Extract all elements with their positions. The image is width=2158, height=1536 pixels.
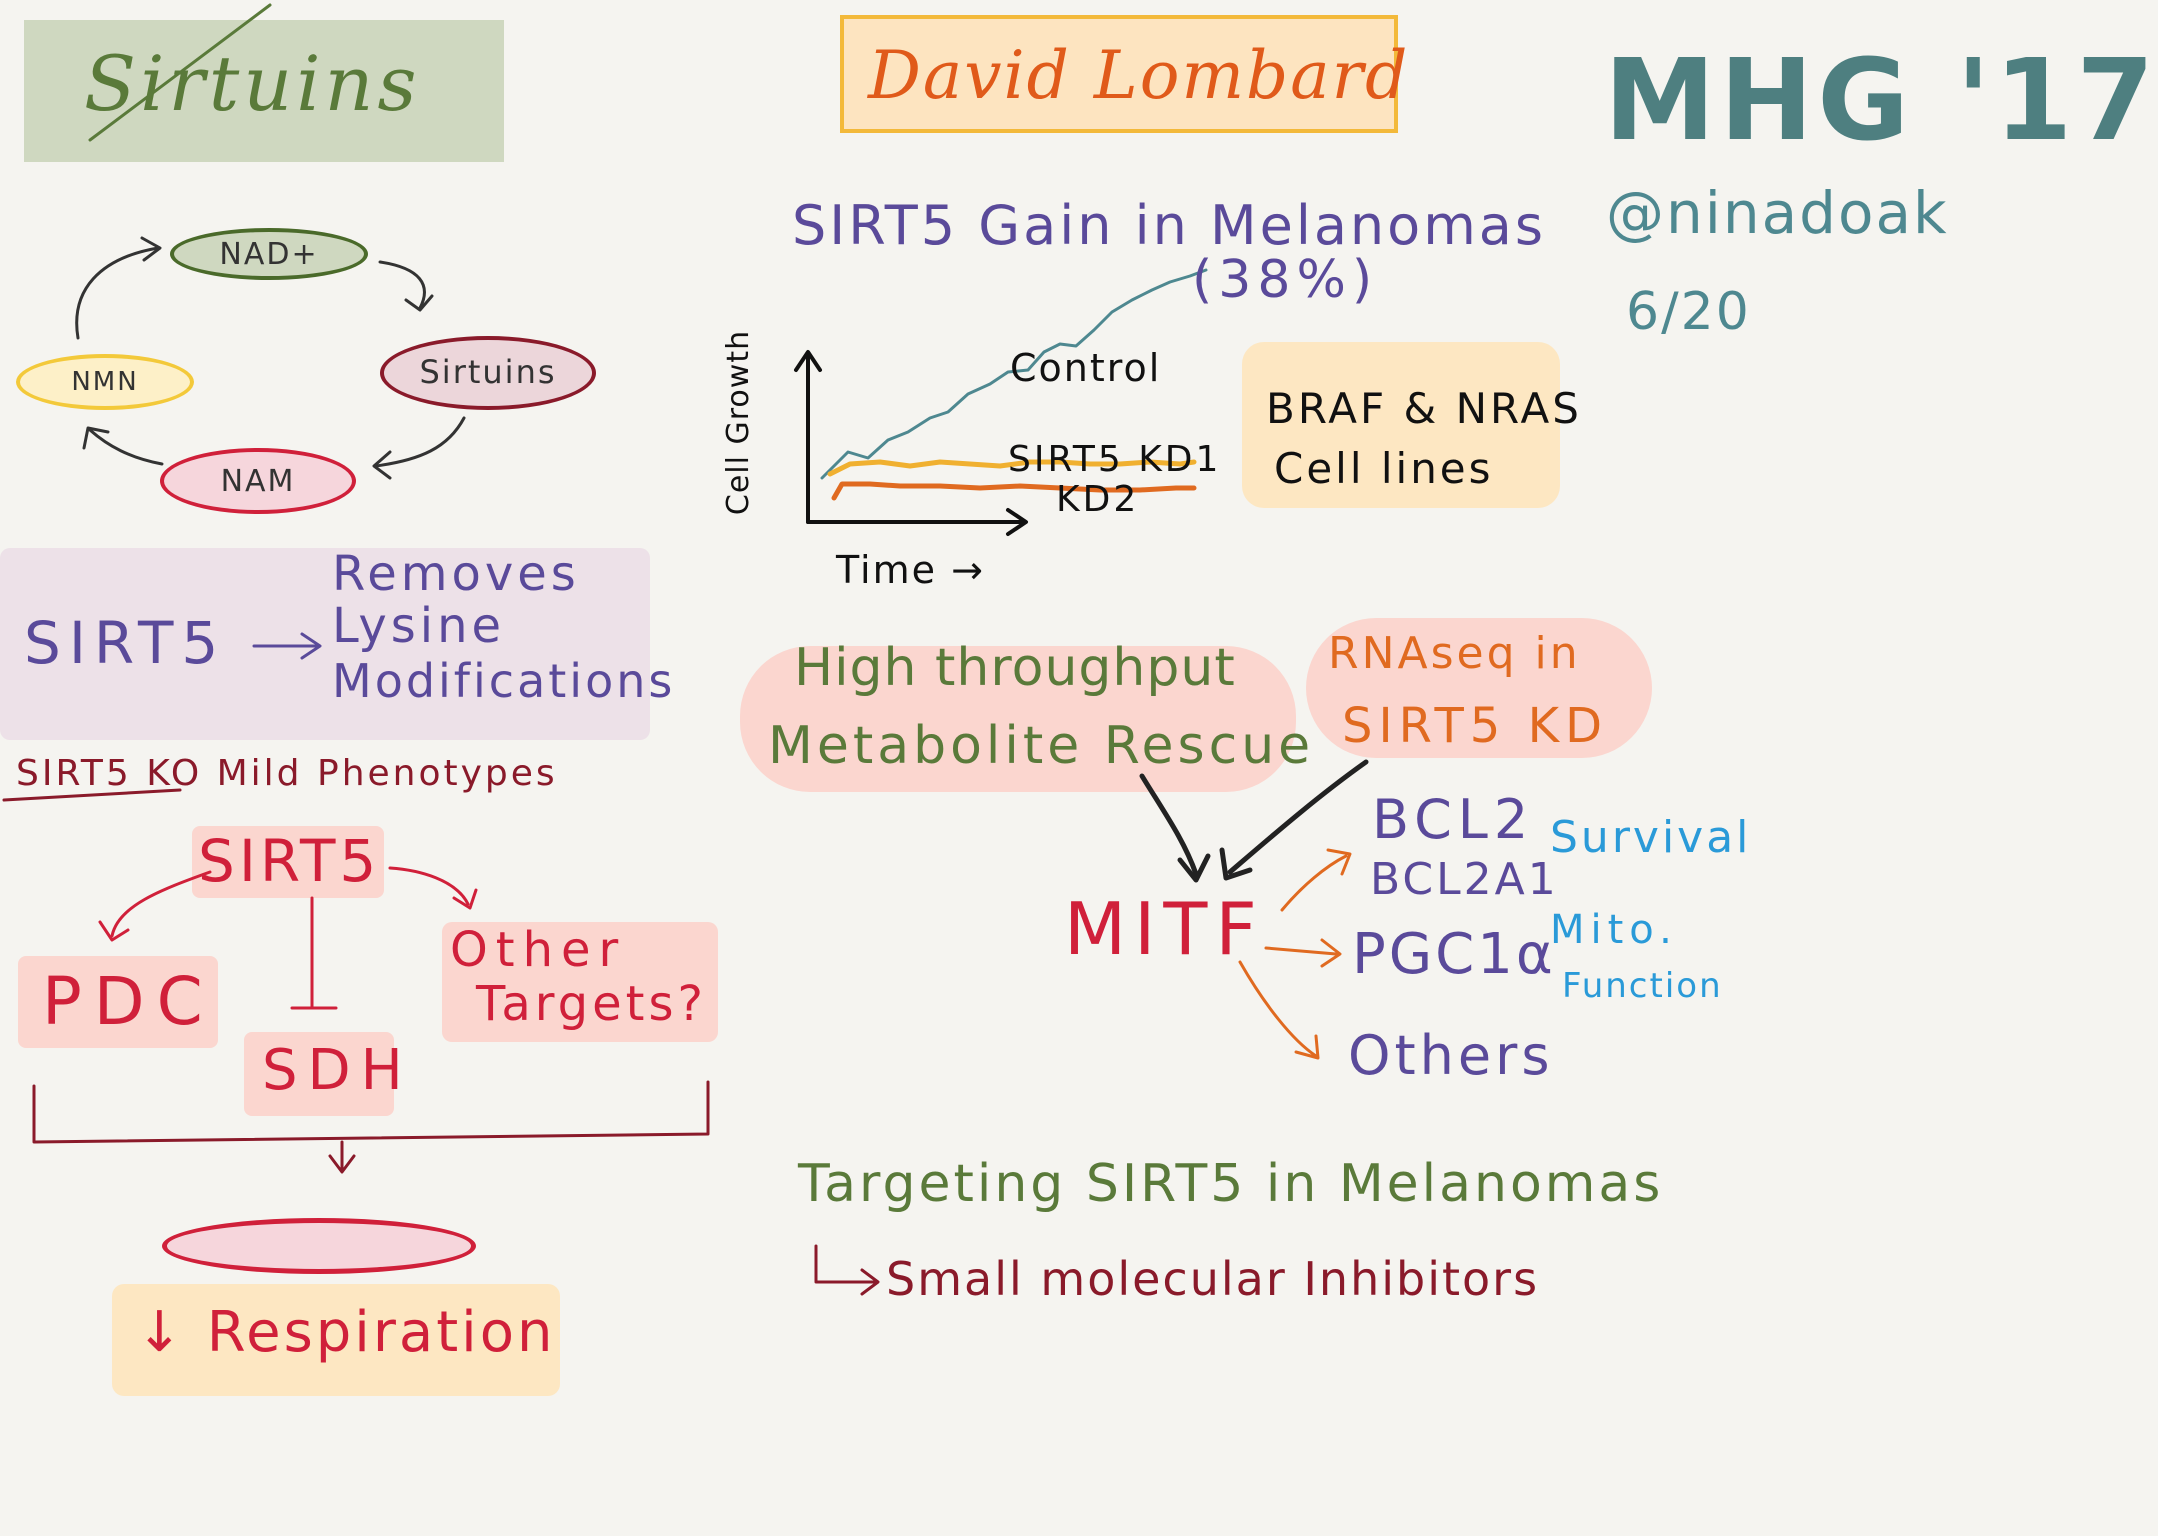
ko-target-other-line-2: Targets? (476, 976, 707, 1032)
series-label-kd1: SIRT5 KD1 (1008, 439, 1222, 480)
note-mito-line-2: Function (1562, 966, 1723, 1006)
arrowhead-sirtuins-to-nam (372, 450, 392, 480)
title-stroke (88, 3, 272, 142)
nad-node: NAD+ (170, 228, 368, 280)
ko-heading-underline (2, 788, 182, 802)
graph-ylabel: Cell Growth (721, 329, 757, 516)
series-label-control: Control (1010, 346, 1162, 390)
targeting-title: Targeting SIRT5 in Melanomas (798, 1154, 1664, 1214)
respiration-highlight (112, 1284, 560, 1396)
ko-root: SIRT5 (198, 827, 381, 895)
rnaseq-line-1: RNAseq in (1328, 628, 1581, 679)
arrow-mitf-to-pgc1a (1264, 938, 1342, 968)
cell-lines-line-1: BRAF & NRAS (1266, 384, 1582, 433)
sirtuins-node: Sirtuins (380, 336, 596, 410)
htp-line-2: Metabolite Rescue (768, 716, 1315, 776)
arrow-sirt5-to-other (388, 866, 470, 906)
arrowhead-nam-to-nmn (82, 426, 110, 450)
arrow-sirtuins-to-nam (374, 416, 466, 468)
sdh-highlight (244, 1032, 394, 1116)
sketch-date: 6/20 (1626, 282, 1751, 342)
ko-result: ↓ Respiration (136, 1300, 556, 1365)
sketchnote-canvas: Sirtuins David Lombard MHG '17 @ninadoak… (0, 3, 2155, 1396)
cell-lines-line-2: Cell lines (1274, 444, 1494, 493)
rnaseq-line-2: SIRT5 KD (1342, 698, 1609, 754)
targeting-subpoint: Small molecular Inhibitors (886, 1252, 1540, 1306)
ko-heading: SIRT5 KO Mild Phenotypes (16, 753, 558, 794)
arrow-targeting-hook (814, 1244, 880, 1296)
arrowhead-nmn-to-nad (140, 236, 162, 262)
note-mito-line-1: Mito. (1550, 907, 1678, 953)
sirt5-function-highlight (0, 548, 650, 740)
arrow-nam-to-nmn (88, 428, 164, 466)
graph-x-axis (806, 508, 1028, 536)
cell-lines-highlight (1242, 342, 1560, 508)
arrow-sirt5-to-pdc (110, 870, 212, 938)
nmn-label: NMN (71, 366, 139, 397)
arrow-htp-to-mitf (1139, 773, 1199, 877)
arrow-sirt5-function (252, 632, 322, 660)
arrow-rnaseq-to-mitf (1227, 759, 1369, 875)
arrow-nmn-to-nad (75, 246, 160, 340)
nam-node: NAM (160, 448, 356, 514)
nad-label: NAD+ (219, 236, 319, 272)
graph-xlabel: Time → (836, 548, 985, 592)
gain-percentage: (38%) (1192, 250, 1379, 310)
arrowhead-nad-to-sirtuins (404, 294, 434, 312)
arrow-to-mitochondrion (328, 1140, 356, 1174)
note-survival: Survival (1550, 812, 1752, 863)
title-highlight (24, 20, 504, 162)
author-handle: @ninadoak (1606, 179, 1949, 247)
speaker-box (840, 15, 1398, 133)
kd2-series-line (831, 481, 1197, 501)
ko-bracket (32, 1080, 710, 1144)
ko-target-pdc: PDC (42, 963, 215, 1040)
arrowhead-htp (1177, 853, 1211, 883)
gain-title: SIRT5 Gain in Melanomas (792, 194, 1547, 257)
sirt5-function-line-3: Modifications (332, 654, 676, 708)
graph-y-axis (794, 350, 822, 524)
rnaseq-highlight (1306, 618, 1652, 758)
target-bcl2a1: BCL2A1 (1370, 854, 1559, 905)
sirt5-function-subject: SIRT5 (24, 609, 227, 677)
sirtuins-label: Sirtuins (419, 353, 557, 392)
arrow-mitf-to-others (1238, 960, 1320, 1060)
other-targets-highlight (442, 922, 718, 1042)
htp-line-1: High throughput (794, 638, 1236, 698)
kd1-series-line (827, 459, 1197, 477)
mitochondrion-icon (162, 1218, 476, 1274)
target-bcl2: BCL2 (1372, 788, 1535, 851)
mitf-label: MITF (1064, 887, 1265, 971)
target-pgc1a: PGC1α (1352, 922, 1556, 987)
pdc-highlight (18, 956, 218, 1048)
sirt5-function-line-1: Removes (332, 546, 580, 602)
sirt5-function-line-2: Lysine (332, 598, 506, 654)
arrowhead-pdc (98, 920, 130, 942)
arrowhead-other (452, 888, 478, 910)
arrow-mitf-to-bcl2 (1280, 848, 1352, 912)
sirt5-root-highlight (192, 826, 384, 898)
ko-target-sdh: SDH (262, 1038, 413, 1103)
event-tag: MHG '17 (1604, 36, 2158, 166)
inhibit-sirt5-to-sdh (290, 896, 338, 1010)
series-label-kd2: KD2 (1056, 479, 1140, 520)
nmn-node: NMN (16, 354, 194, 410)
control-series-line (820, 268, 1208, 480)
htp-highlight (740, 646, 1296, 792)
ko-target-other-line-1: Other (450, 922, 627, 978)
speaker-name: David Lombard (868, 37, 1410, 114)
nam-label: NAM (220, 463, 296, 499)
arrow-nad-to-sirtuins (378, 260, 426, 310)
target-others: Others (1348, 1024, 1554, 1087)
page-title: Sirtuins (84, 39, 421, 128)
arrowhead-rnaseq (1219, 847, 1253, 881)
